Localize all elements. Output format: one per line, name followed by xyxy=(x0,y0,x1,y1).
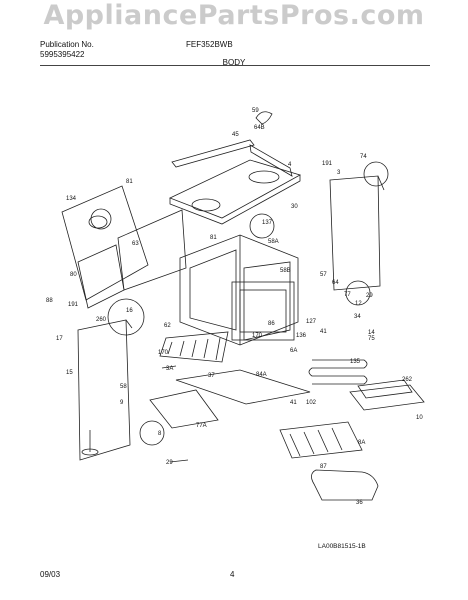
callout-4: 4 xyxy=(288,162,292,168)
publication-number: 5995395422 xyxy=(40,50,85,59)
callout-77: 77 xyxy=(344,292,351,298)
callout-16: 16 xyxy=(126,308,133,314)
oven-rack-lower xyxy=(279,421,363,459)
callout-14: 14 xyxy=(368,330,375,336)
bake-element xyxy=(311,469,379,501)
callout-8: 8 xyxy=(158,431,162,437)
callout-62: 62 xyxy=(164,323,171,329)
watermark: AppliancePartsPros.com xyxy=(43,0,425,31)
callout-3A: 3A xyxy=(166,366,173,372)
callout-81: 81 xyxy=(126,179,133,185)
left-side-panel xyxy=(61,185,149,301)
callout-86: 86 xyxy=(268,321,275,327)
front-panel xyxy=(77,319,133,461)
callout-63: 63 xyxy=(132,241,139,247)
model-number: FEF352BWB xyxy=(186,40,233,49)
callout-64: 64 xyxy=(332,280,339,286)
callout-88: 88 xyxy=(46,298,53,304)
callout-135: 135 xyxy=(350,359,361,365)
leveling-leg xyxy=(81,430,99,456)
callout-59: 59 xyxy=(252,108,259,114)
callout-136: 136 xyxy=(296,333,307,339)
callout-58: 58 xyxy=(120,384,127,390)
callout-45: 45 xyxy=(232,132,239,138)
callout-41: 41 xyxy=(290,400,297,406)
callout-170: 170 xyxy=(158,350,169,356)
callout-37: 37 xyxy=(208,373,215,379)
callout-191: 191 xyxy=(68,302,79,308)
callout-36: 36 xyxy=(356,500,363,506)
callout-127: 127 xyxy=(306,319,317,325)
callout-191: 191 xyxy=(322,161,333,167)
callout-17: 17 xyxy=(56,336,63,342)
callout-81: 81 xyxy=(210,235,217,241)
bottom-pan xyxy=(149,369,311,429)
callout-75: 75 xyxy=(368,336,375,342)
broiler-pan xyxy=(349,379,425,411)
callout-41: 41 xyxy=(320,329,327,335)
publication-label: Publication No. xyxy=(40,40,94,49)
callout-15: 15 xyxy=(66,370,73,376)
callout-12: 12 xyxy=(355,301,362,307)
footer-date: 09/03 xyxy=(40,570,61,579)
detail-circles xyxy=(90,161,389,446)
callout-77A: 77A xyxy=(196,423,207,429)
callout-10: 10 xyxy=(416,415,423,421)
callout-29: 29 xyxy=(166,460,173,466)
part-callouts: 59 45 64B 4 191 3 134 81 74 30 137 58A 81 58B 63 80 57 64… xyxy=(0,0,423,506)
cooktop-top-panel xyxy=(168,159,302,225)
callout-137: 137 xyxy=(262,220,273,226)
callout-58B: 58B xyxy=(280,268,291,274)
callout-29: 29 xyxy=(366,293,373,299)
back-trim xyxy=(171,111,293,177)
oven-rack-upper xyxy=(159,331,229,363)
callout-260: 260 xyxy=(96,317,107,323)
callout-64B: 64B xyxy=(254,125,265,131)
callout-102: 102 xyxy=(306,400,317,406)
callout-134: 134 xyxy=(66,196,77,202)
oven-cavity xyxy=(179,234,299,346)
page-number: 4 xyxy=(230,570,235,579)
callout-9: 9 xyxy=(120,400,124,406)
callout-67: 67 xyxy=(0,0,7,2)
screws xyxy=(161,365,189,463)
right-side-panel xyxy=(329,175,385,291)
callout-87: 87 xyxy=(320,464,327,470)
figure-reference: LA00B81515-1B xyxy=(318,543,366,550)
callout-84A: 84A xyxy=(256,372,267,378)
callout-30: 30 xyxy=(291,204,298,210)
section-title: BODY xyxy=(222,58,246,67)
callout-80: 80 xyxy=(70,272,77,278)
callout-58A: 58A xyxy=(268,239,279,245)
callout-6A: 6A xyxy=(290,348,297,354)
left-insulation xyxy=(77,209,187,309)
broil-element xyxy=(308,359,368,385)
callout-3: 3 xyxy=(337,170,341,176)
callout-262: 262 xyxy=(402,377,413,383)
callout-74: 74 xyxy=(360,154,367,160)
callout-8A: 8A xyxy=(358,440,365,446)
callout-34: 34 xyxy=(354,314,361,320)
header-rule xyxy=(40,65,430,66)
callout-170: 170 xyxy=(252,333,263,339)
callout-57: 57 xyxy=(320,272,327,278)
